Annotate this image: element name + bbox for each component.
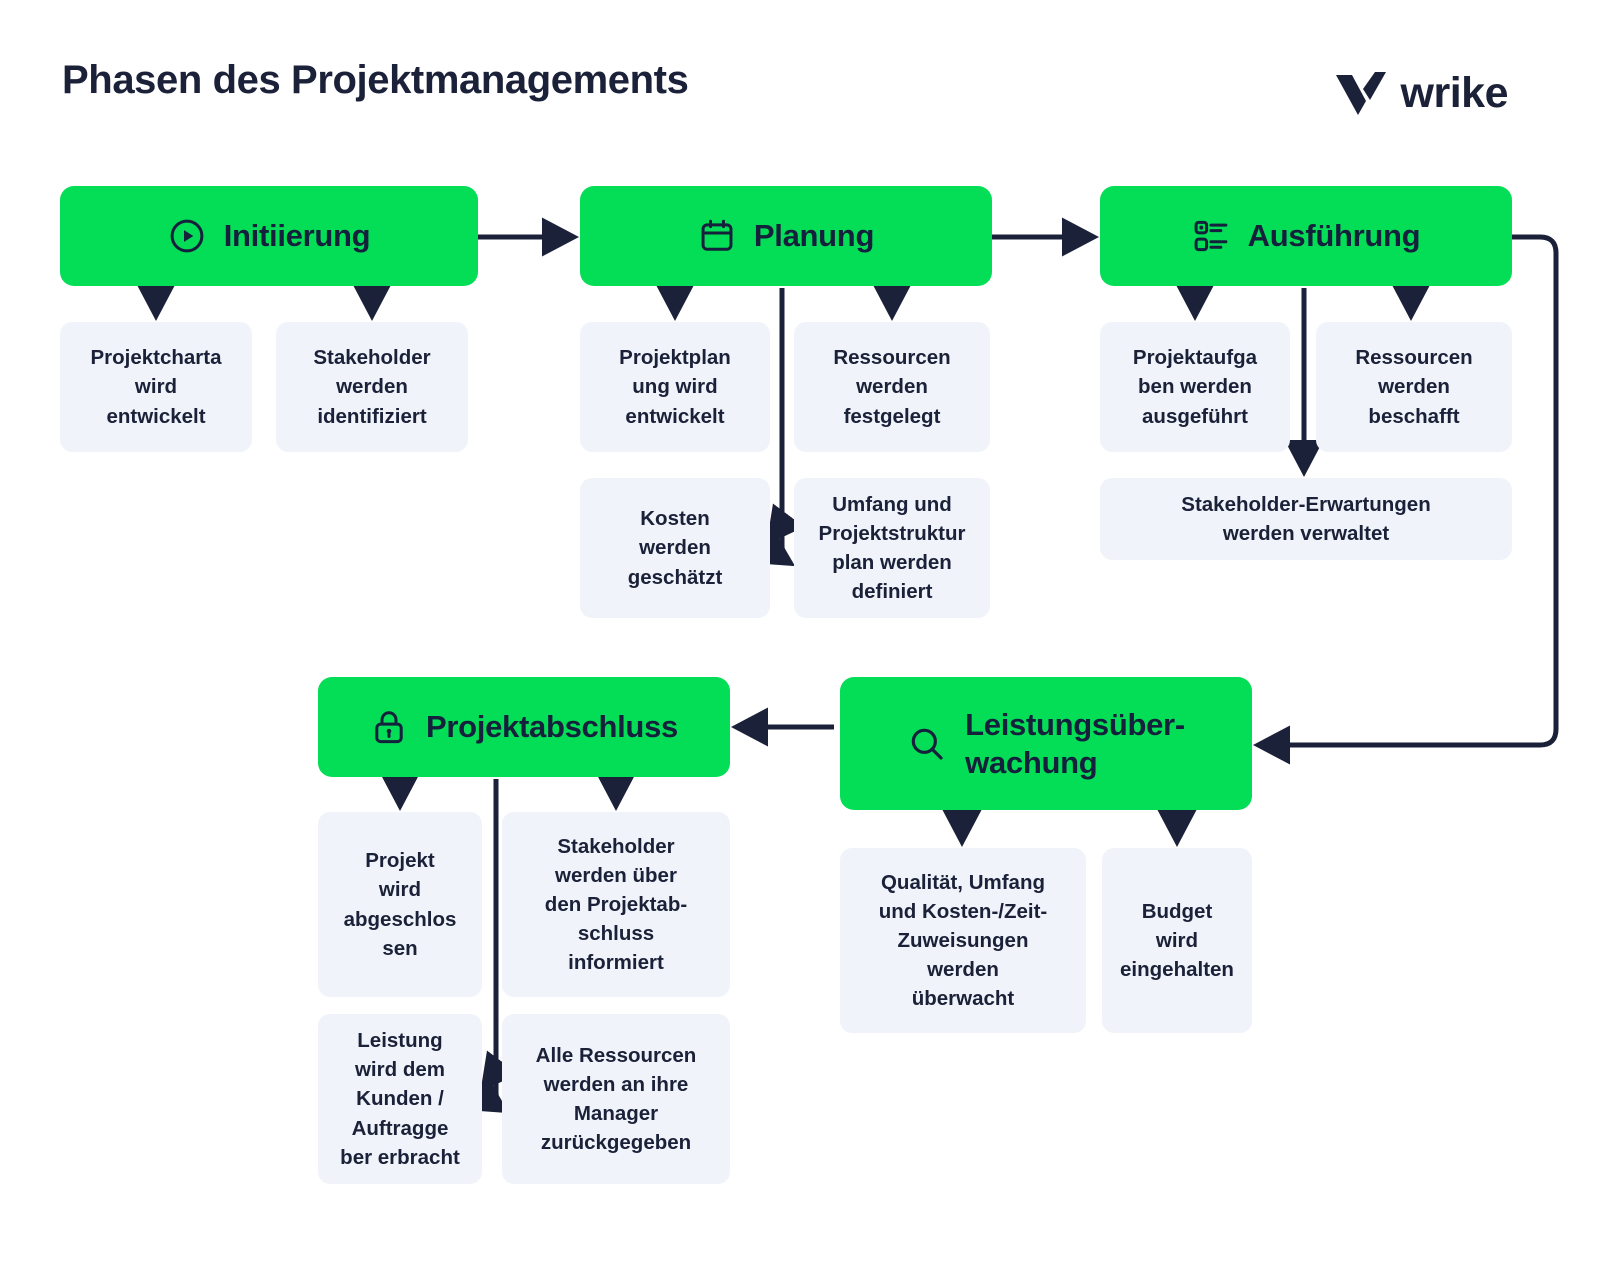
detail-label-umfang-psp: Umfang und Projektstruktur plan werden d… [818,492,966,604]
phase-label-initiierung: Initiierung [223,218,371,254]
detail-box-stakeholder-identifiziert[interactable]: Stakeholder werden identifiziert [276,322,468,452]
detail-box-projekt-abgeschlossen[interactable]: Projekt wird abgeschlos sen [318,812,482,997]
detail-label-projektaufgaben: Projektaufga ben werden ausgeführt [1132,346,1258,428]
detail-label-ressourcen-festgelegt: Ressourcen werden festgelegt [833,346,951,428]
detail-box-umfang-psp[interactable]: Umfang und Projektstruktur plan werden d… [794,478,990,618]
phase-label-projektabschluss: Projektabschluss [426,709,678,745]
detail-box-kosten-geschaetzt[interactable]: Kosten werden geschätzt [580,478,770,618]
phase-label-planung: Planung [753,218,875,254]
phase-box-initiierung[interactable]: Initiierung [60,186,478,286]
phase-box-projektabschluss[interactable]: Projektabschluss [318,677,730,777]
phase-box-leistungsueberwachung[interactable]: Leistungsüber- wachung [840,677,1252,810]
detail-box-projektplanung[interactable]: Projektplan ung wird entwickelt [580,322,770,452]
arrow-planung-split-left [766,288,805,545]
page-title: Phasen des Projektmanagements [62,58,689,102]
wrike-checkmark-icon [1335,72,1386,115]
detail-box-leistung-kunden[interactable]: Leistung wird dem Kunden / Auftragge ber… [318,1014,482,1184]
detail-box-projektaufgaben[interactable]: Projektaufga ben werden ausgeführt [1100,322,1290,452]
phase-label-leistungsueberwachung: Leistungsüber- wachung [965,706,1185,780]
detail-box-ressourcen-beschafft[interactable]: Ressourcen werden beschafft [1316,322,1512,452]
detail-label-stakeholder-informiert: Stakeholder werden über den Projektab- s… [544,834,688,975]
wrike-logo-text: wrike [1400,68,1509,117]
detail-label-projekt-abgeschlossen: Projekt wird abgeschlos sen [343,849,457,960]
detail-box-projektcharta[interactable]: Projektcharta wird entwickelt [60,322,252,452]
detail-box-budget-eingehalten[interactable]: Budget wird eingehalten [1102,848,1252,1033]
magnifier-icon [911,728,943,760]
lock-icon [375,711,403,744]
detail-label-stakeholder-identifiziert: Stakeholder werden identifiziert [313,346,431,428]
detail-box-ressourcen-zurueck[interactable]: Alle Ressourcen werden an ihre Manager z… [502,1014,730,1184]
detail-label-ressourcen-beschafft: Ressourcen werden beschafft [1355,346,1473,428]
detail-label-qualitaet-umfang-kosten: Qualität, Umfang und Kosten-/Zeit- Zuwei… [878,870,1048,1011]
arrow-planung-split-right [753,500,796,567]
phase-label-ausfuehrung: Ausführung [1247,218,1421,254]
detail-label-ressourcen-zurueck: Alle Ressourcen werden an ihre Manager z… [535,1043,697,1155]
detail-box-stakeholder-erwartungen[interactable]: Stakeholder-Erwartungen werden verwaltet [1100,478,1512,560]
arrow-abschluss-split-left [480,779,519,1092]
detail-label-leistung-kunden: Leistung wird dem Kunden / Auftragge ber… [340,1029,460,1169]
detail-label-kosten-geschaetzt: Kosten werden geschätzt [627,507,723,589]
detail-label-stakeholder-erwartungen: Stakeholder-Erwartungen werden verwaltet [1181,492,1431,545]
wrike-logo: wrike [1335,68,1509,117]
detail-box-stakeholder-informiert[interactable]: Stakeholder werden über den Projektab- s… [502,812,730,997]
calendar-icon [701,219,733,251]
play-circle-icon [170,219,204,253]
phase-box-ausfuehrung[interactable]: Ausführung [1100,186,1512,286]
detail-label-projektcharta: Projektcharta wird entwickelt [90,346,222,428]
task-list-icon [1194,220,1228,252]
detail-box-ressourcen-festgelegt[interactable]: Ressourcen werden festgelegt [794,322,990,452]
detail-box-qualitaet-umfang-kosten[interactable]: Qualität, Umfang und Kosten-/Zeit- Zuwei… [840,848,1086,1033]
detail-label-budget-eingehalten: Budget wird eingehalten [1120,899,1234,982]
detail-label-projektplanung: Projektplan ung wird entwickelt [619,346,731,428]
phase-box-planung[interactable]: Planung [580,186,992,286]
